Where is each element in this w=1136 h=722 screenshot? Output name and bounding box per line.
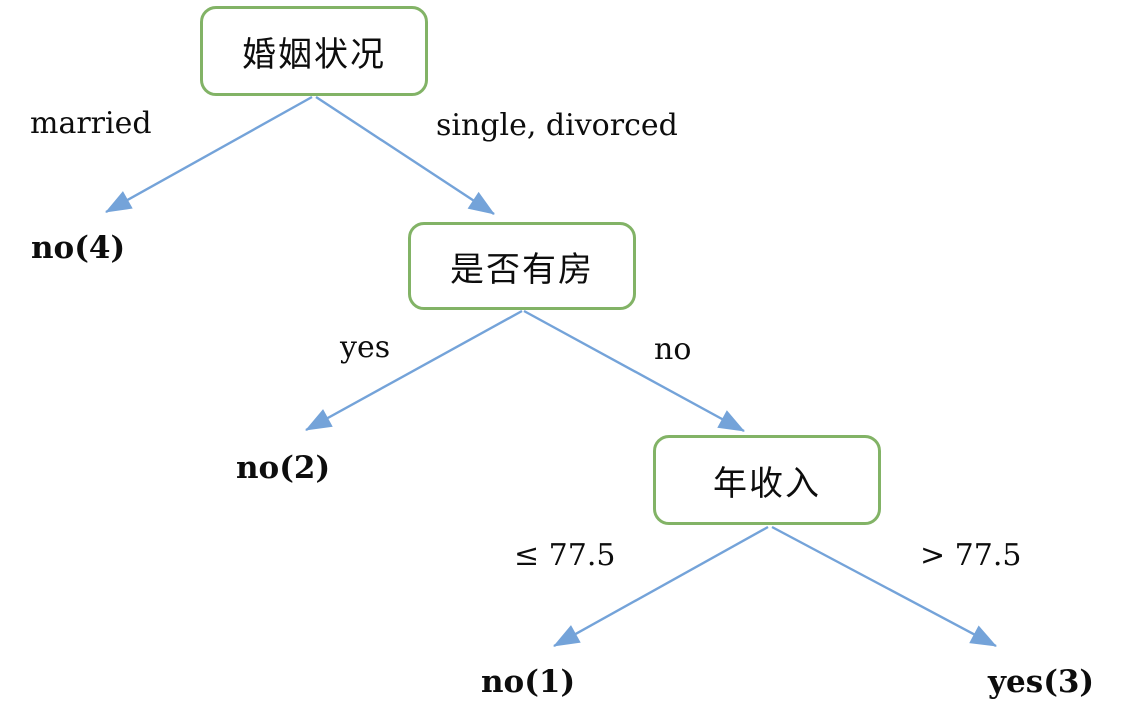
- edge-label-yes: yes: [340, 330, 391, 365]
- leaf-yes-3: yes(3): [988, 664, 1095, 700]
- edge-le-77-5: [553, 525, 769, 648]
- node-annual-income-label: 年收入: [713, 463, 821, 504]
- edge-label-single-divorced: single, divorced: [436, 108, 678, 143]
- edge-label-no: no: [654, 332, 692, 367]
- node-has-house: 是否有房: [408, 222, 636, 310]
- edge-single-divorced: [315, 95, 495, 216]
- leaf-no-2: no(2): [236, 450, 331, 486]
- edge-label-married: married: [30, 106, 152, 141]
- edge-label-gt-77-5: > 77.5: [920, 538, 1022, 573]
- edge-married: [105, 95, 313, 214]
- leaf-no-1: no(1): [481, 664, 576, 700]
- node-marital-status-label: 婚姻状况: [242, 34, 386, 75]
- leaf-no-4: no(4): [31, 230, 126, 266]
- node-marital-status: 婚姻状况: [200, 6, 428, 96]
- edge-gt-77-5: [771, 525, 997, 648]
- node-has-house-label: 是否有房: [450, 249, 594, 290]
- edge-yes: [305, 309, 523, 432]
- edge-label-le-77-5: ≤ 77.5: [514, 538, 616, 573]
- edge-no: [523, 309, 745, 433]
- node-annual-income: 年收入: [653, 435, 881, 525]
